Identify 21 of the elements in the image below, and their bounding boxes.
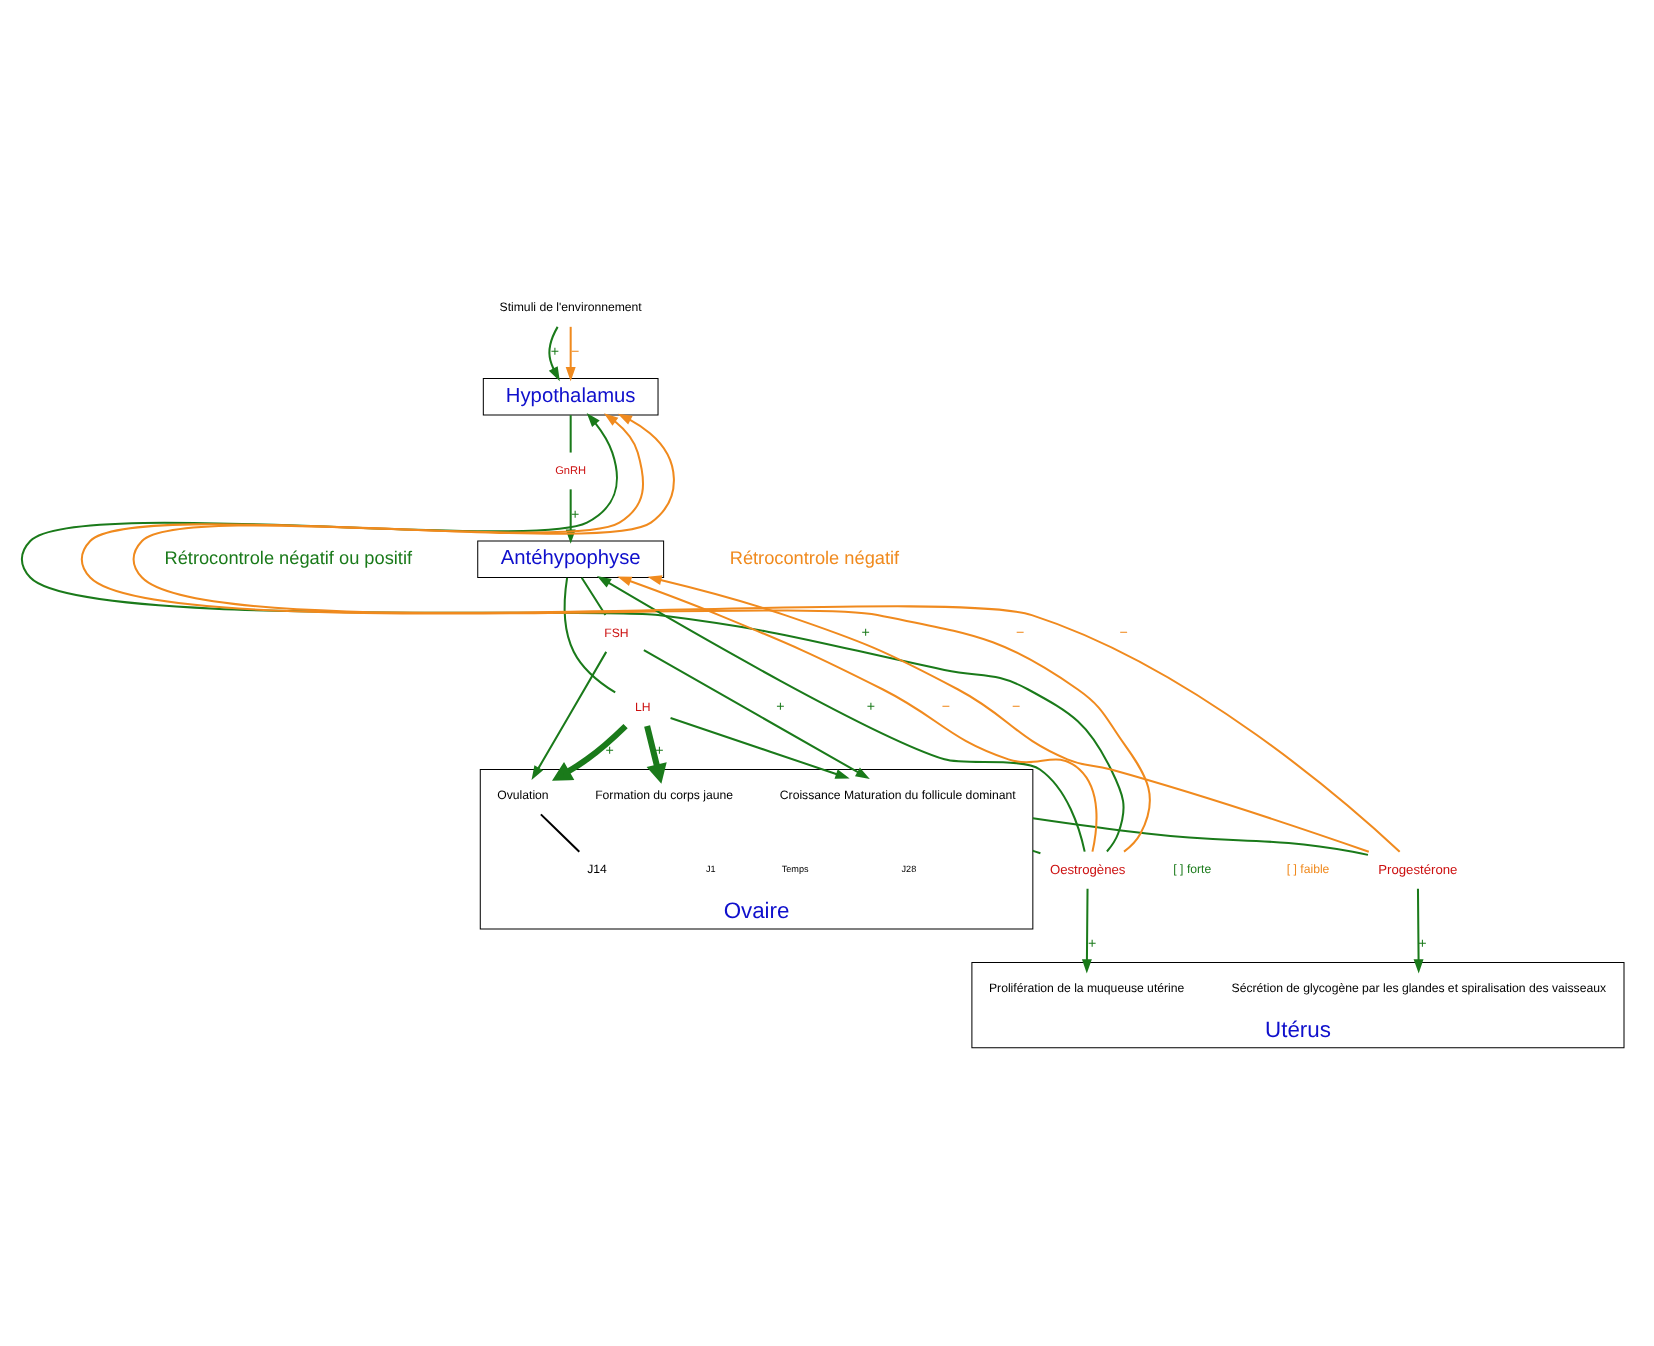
- arrow: [1081, 888, 1092, 974]
- arrow: [548, 326, 560, 382]
- arrow: [643, 649, 870, 779]
- connector: [563, 577, 616, 694]
- label: Rétrocontrole négatif ou positif: [164, 547, 413, 568]
- node-box: Hypothalamus: [482, 377, 659, 416]
- arrow: [552, 723, 628, 781]
- label: Rétrocontrole négatif: [729, 547, 900, 568]
- connector: [1032, 849, 1041, 855]
- arrow: [132, 413, 1401, 853]
- connector: [1032, 817, 1369, 856]
- arrow: [531, 651, 608, 781]
- connector: [569, 415, 572, 453]
- arrow: [670, 717, 850, 779]
- arrow: [565, 326, 576, 382]
- connector: [540, 813, 580, 853]
- arrow: [1413, 888, 1424, 974]
- arrow: [647, 575, 1370, 853]
- arrow: [644, 725, 667, 784]
- node-box: Antéhypophyse: [477, 540, 665, 579]
- connector: [580, 577, 607, 616]
